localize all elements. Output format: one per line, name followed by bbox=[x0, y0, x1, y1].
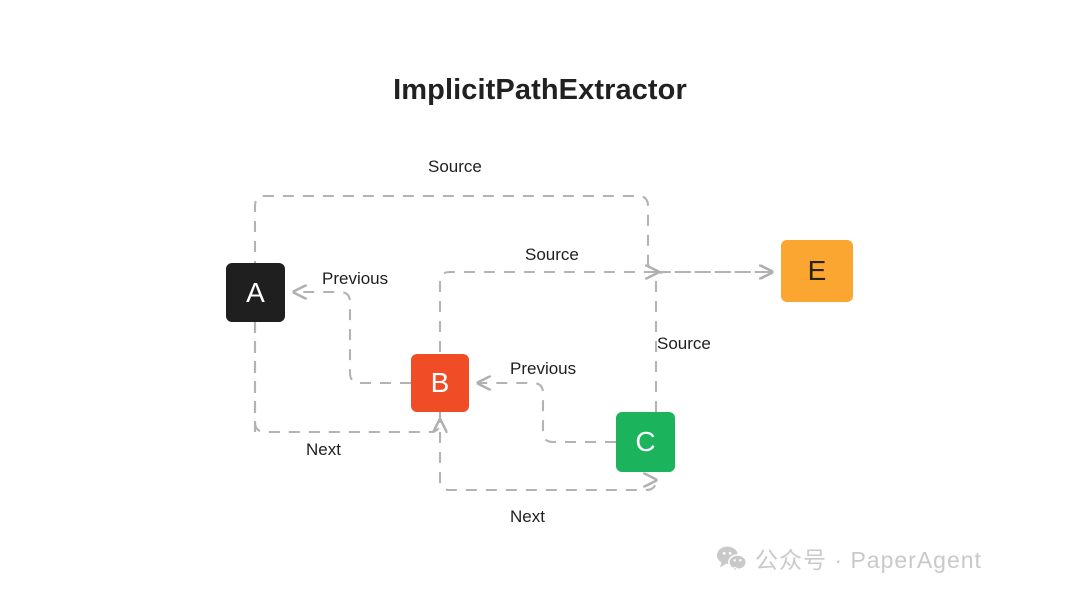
edge-label-next-a-to-b: Next bbox=[306, 440, 341, 459]
edge-b-to-c-next bbox=[438, 412, 656, 490]
edge-a-to-e-source bbox=[253, 194, 772, 432]
edge-label-source-a-to-e: Source bbox=[428, 157, 482, 176]
edge-b-to-e-source bbox=[438, 272, 658, 412]
edge-label-source-c-to-e: Source bbox=[657, 334, 711, 353]
watermark: 公众号 · PaperAgent bbox=[716, 541, 982, 575]
edge-b-to-a-previous bbox=[294, 292, 411, 385]
node-c[interactable]: C bbox=[616, 412, 675, 472]
edge-a-to-b-next bbox=[253, 322, 440, 432]
page-title: ImplicitPathExtractor bbox=[393, 74, 687, 106]
wechat-icon bbox=[716, 546, 747, 572]
node-a[interactable]: A bbox=[226, 263, 285, 322]
edge-label-next-b-to-c: Next bbox=[510, 507, 545, 526]
watermark-text: 公众号 · PaperAgent bbox=[755, 547, 982, 573]
node-b[interactable]: B bbox=[411, 354, 469, 412]
edge-label-source-b-to-e: Source bbox=[525, 245, 579, 264]
edge-c-to-e-source bbox=[654, 272, 772, 412]
node-e[interactable]: E bbox=[781, 240, 853, 302]
edge-c-to-b-previous bbox=[478, 383, 616, 444]
edge-label-previous-b-to-a: Previous bbox=[322, 269, 389, 288]
edge-label-previous-c-to-b: Previous bbox=[510, 359, 577, 378]
